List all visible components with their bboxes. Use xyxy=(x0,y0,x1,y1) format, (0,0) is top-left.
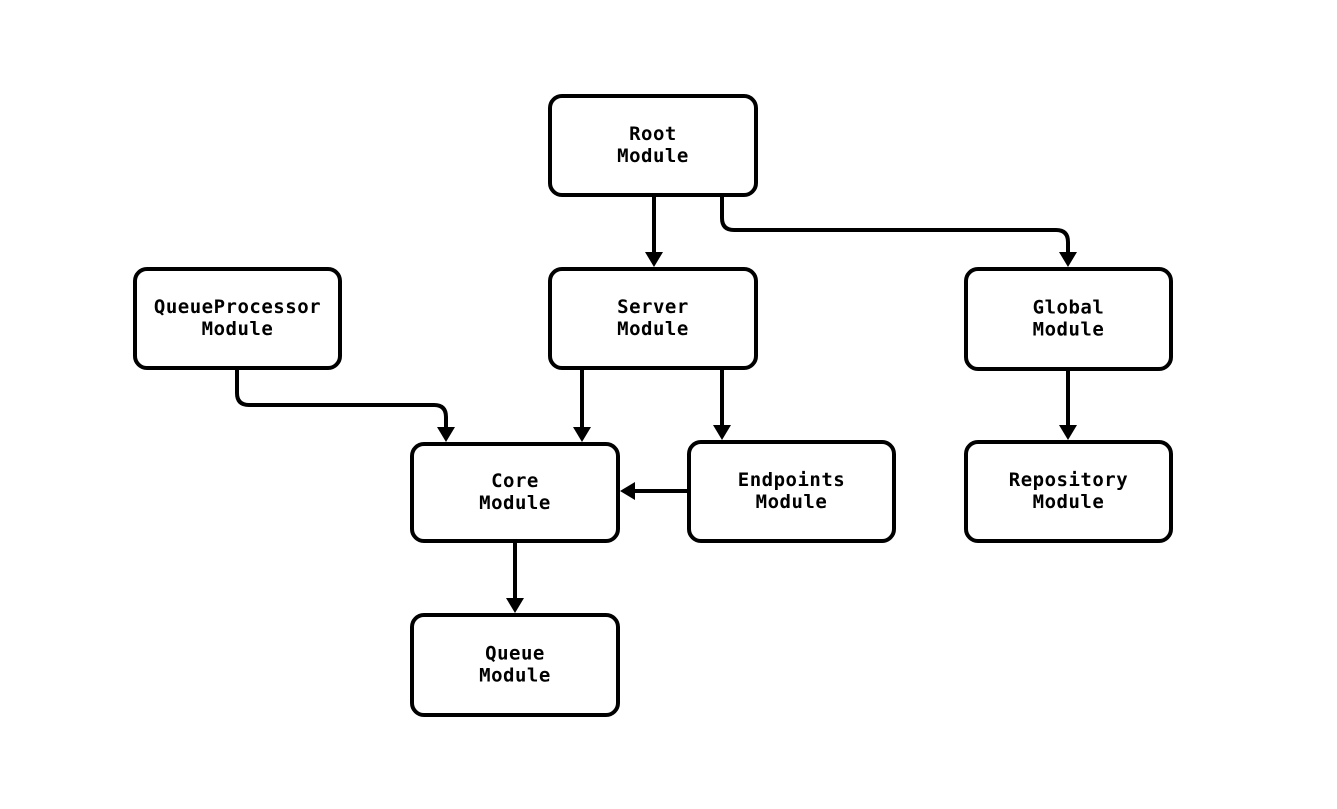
global-module-node-label-line1: Global xyxy=(1033,297,1105,319)
core-module-node-label-line2: Module xyxy=(479,492,551,514)
repository-module-node-label-line2: Module xyxy=(1033,491,1105,513)
edge-root-to-global xyxy=(720,197,1077,267)
queueprocessor-module-node-label-line2: Module xyxy=(202,318,274,340)
nodes-layer: RootModuleQueueProcessorModuleServerModu… xyxy=(133,94,1173,717)
endpoints-module-node-label-line1: Endpoints xyxy=(738,469,845,491)
edge-root-to-server xyxy=(645,197,663,267)
queue-module-node-label-line1: Queue xyxy=(485,643,545,665)
global-module-node-label-line2: Module xyxy=(1033,319,1105,341)
edge-root-to-global-line xyxy=(720,197,1070,254)
server-module-node-label-line2: Module xyxy=(617,318,689,340)
edge-core-to-queue-arrowhead-icon xyxy=(506,598,524,613)
repository-module-node-label-line1: Repository xyxy=(1009,469,1128,491)
edge-queueprocessor-to-core-arrowhead-icon xyxy=(437,427,455,442)
server-module-node-label-line1: Server xyxy=(617,296,689,318)
endpoints-module-node-box[interactable] xyxy=(687,440,896,543)
root-module-node-box[interactable] xyxy=(548,94,758,197)
edge-server-to-core-arrowhead-icon xyxy=(573,427,591,442)
edge-global-to-repository-arrowhead-icon xyxy=(1059,425,1077,440)
edges-layer xyxy=(235,197,1077,613)
edge-root-to-global-arrowhead-icon xyxy=(1059,252,1077,267)
edge-queueprocessor-to-core xyxy=(235,370,455,442)
edge-global-to-repository xyxy=(1059,371,1077,440)
queue-module-node-label-line2: Module xyxy=(479,665,551,687)
edge-server-to-core xyxy=(573,370,591,442)
edge-server-to-endpoints xyxy=(713,370,731,440)
edge-core-to-queue xyxy=(506,543,524,613)
core-module-node-label-line1: Core xyxy=(491,470,539,492)
queueprocessor-module-node-label-line1: QueueProcessor xyxy=(154,296,321,318)
root-module-node-label-line2: Module xyxy=(617,145,689,167)
edge-endpoints-to-core-arrowhead-icon xyxy=(620,482,635,500)
queue-module-node-box[interactable] xyxy=(410,613,620,717)
global-module-node-box[interactable] xyxy=(964,267,1173,371)
endpoints-module-node-label-line2: Module xyxy=(756,491,828,513)
edge-server-to-endpoints-arrowhead-icon xyxy=(713,425,731,440)
edge-root-to-server-arrowhead-icon xyxy=(645,252,663,267)
repository-module-node-box[interactable] xyxy=(964,440,1173,543)
edge-endpoints-to-core xyxy=(620,482,687,500)
queueprocessor-module-node-box[interactable] xyxy=(133,267,342,370)
core-module-node-box[interactable] xyxy=(410,442,620,543)
server-module-node-box[interactable] xyxy=(548,267,758,370)
root-module-node-label-line1: Root xyxy=(629,123,677,145)
edge-queueprocessor-to-core-line xyxy=(235,370,448,429)
